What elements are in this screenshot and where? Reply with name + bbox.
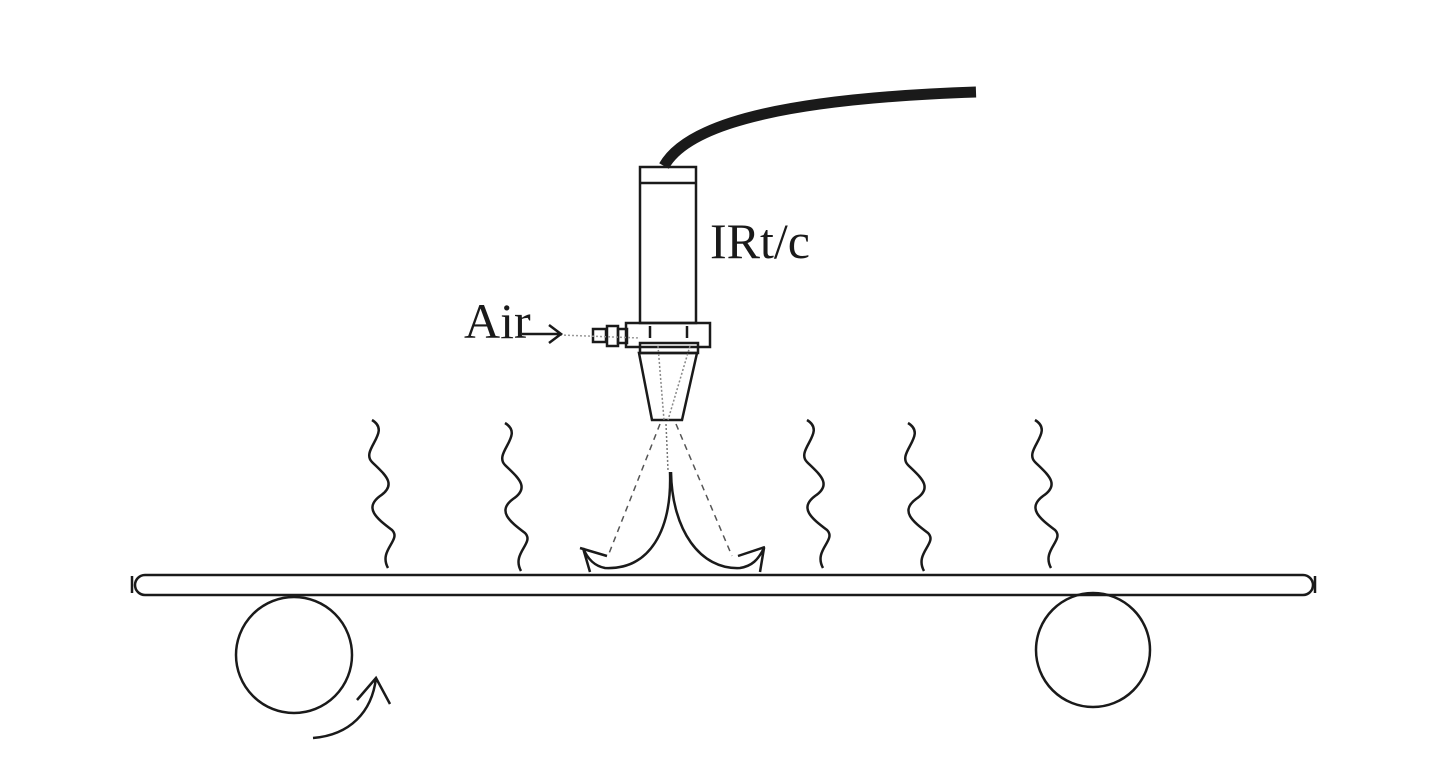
heat-wave [1031, 418, 1059, 569]
ir-thermocouple-sensor [559, 165, 712, 422]
sensor-cable [659, 86, 977, 169]
air-jet [579, 423, 766, 573]
heat-waves [368, 418, 1059, 572]
heat-wave [501, 421, 529, 572]
heat-wave [368, 418, 396, 569]
heat-wave [803, 418, 831, 569]
roller-left [234, 595, 354, 715]
roller-right [1034, 591, 1152, 709]
air-arrow-icon [522, 324, 564, 344]
air-label: Air [464, 293, 531, 349]
rotation-arrow-icon [312, 675, 392, 740]
heat-wave [904, 421, 932, 572]
sensor-label: IRt/c [710, 213, 810, 269]
sensor-nozzle-cone [637, 351, 699, 422]
conveyor-belt [130, 573, 1317, 597]
air-fitting [559, 324, 641, 348]
